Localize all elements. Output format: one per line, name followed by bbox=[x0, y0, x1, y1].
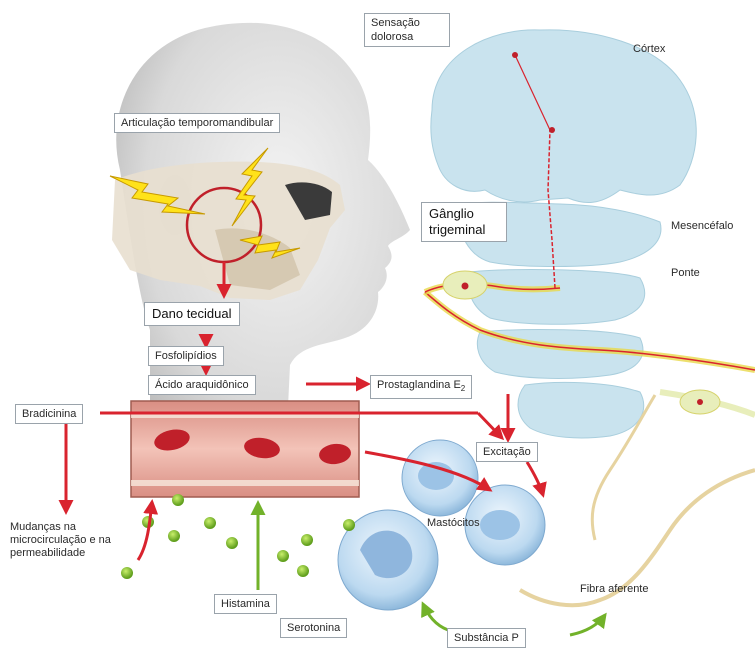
label-prostaglandina-e2: Prostaglandina E2 bbox=[370, 375, 472, 399]
histamine-serotonin-granules bbox=[121, 494, 355, 579]
label-acido-araquidonico: Ácido araquidônico bbox=[148, 375, 256, 395]
label-mastocitos: Mastócitos bbox=[427, 517, 480, 530]
spinal-section bbox=[518, 382, 644, 438]
label-cortex: Córtex bbox=[633, 43, 665, 56]
label-dano-tecidual: Dano tecidual bbox=[144, 302, 240, 326]
trigeminal-ganglion bbox=[443, 271, 487, 299]
label-articulacao-temporomandibular: Articulação temporomandibular bbox=[114, 113, 280, 133]
label-sensacao-dolorosa: Sensação dolorosa bbox=[364, 13, 450, 47]
label-fibra-aferente: Fibra aferente bbox=[580, 583, 648, 596]
thalamus-neuron bbox=[549, 127, 555, 133]
label-mudancas-microcirculacao: Mudanças na microcirculação e na permeab… bbox=[10, 521, 111, 560]
pons-section bbox=[468, 270, 644, 325]
cortex-neuron bbox=[512, 52, 518, 58]
label-serotonina: Serotonina bbox=[280, 618, 347, 638]
label-ponte: Ponte bbox=[671, 267, 700, 280]
label-ganglio-trigeminal: Gânglio trigeminal bbox=[421, 202, 507, 242]
label-histamina: Histamina bbox=[214, 594, 277, 614]
blood-vessel bbox=[131, 401, 359, 497]
label-fosfolipidios: Fosfolipídios bbox=[148, 346, 224, 366]
label-excitacao: Excitação bbox=[476, 442, 538, 462]
label-mesencefalo: Mesencéfalo bbox=[671, 220, 733, 233]
label-substancia-p: Substância P bbox=[447, 628, 526, 648]
spinal-ganglion bbox=[680, 390, 720, 414]
label-bradicinina: Bradicinina bbox=[15, 404, 83, 424]
